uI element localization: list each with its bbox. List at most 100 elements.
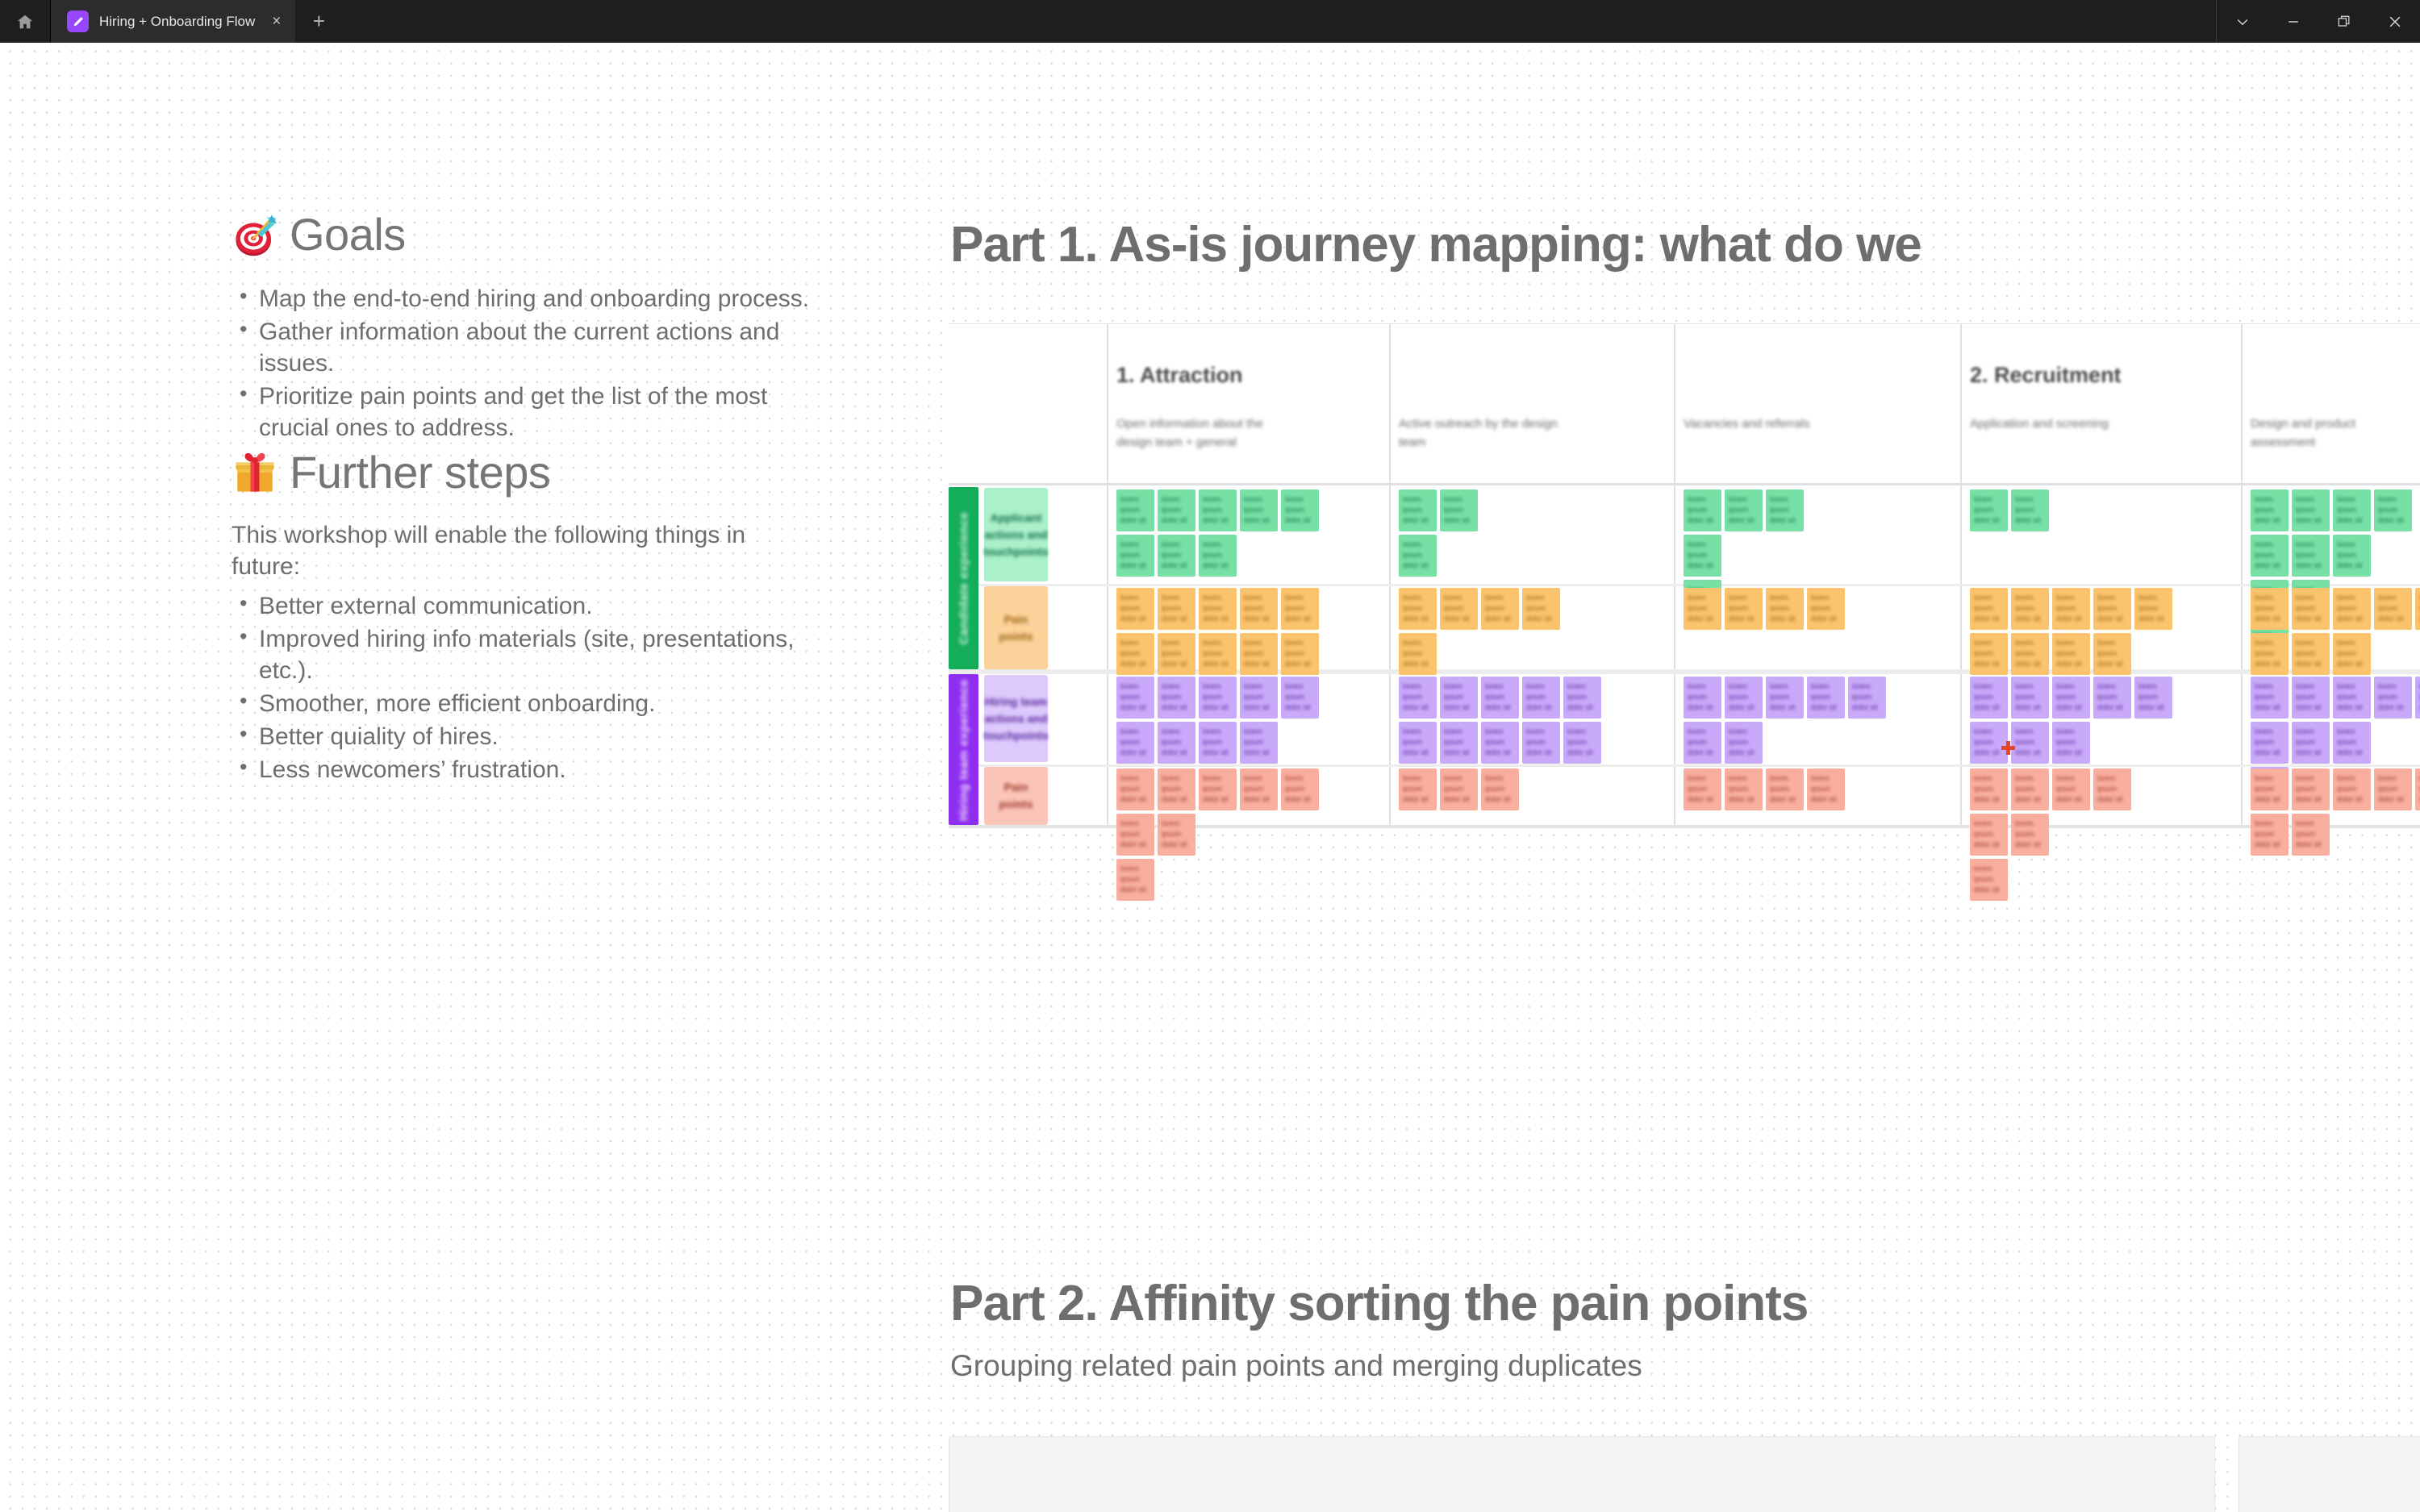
sticky-note[interactable]: lorem ipsum dolor sit [1725,489,1763,531]
sticky-note[interactable]: lorem ipsum dolor sit [2374,588,2412,630]
sticky-note[interactable]: lorem ipsum dolor sit [1116,489,1154,531]
sticky-note[interactable]: lorem ipsum dolor sit [1725,722,1763,764]
sticky-note[interactable]: lorem ipsum dolor sit [2251,633,2289,675]
sticky-note[interactable]: lorem ipsum dolor sit [1725,768,1763,810]
sticky-note[interactable]: lorem ipsum dolor sit [2011,588,2049,630]
sticky-note[interactable]: lorem ipsum dolor sit [1399,633,1437,675]
sticky-note[interactable]: lorem ipsum dolor sit [2333,722,2371,764]
sticky-note[interactable]: lorem ipsum dolor sit [1766,489,1804,531]
sticky-note[interactable]: lorem ipsum dolor sit [1116,859,1154,901]
sticky-note[interactable]: lorem ipsum dolor sit [1158,588,1195,630]
sticky-note[interactable]: lorem ipsum dolor sit [1399,489,1437,531]
sticky-note[interactable]: lorem ipsum dolor sit [1281,677,1319,719]
sticky-note[interactable]: lorem ipsum dolor sit [1970,859,2008,901]
sticky-note[interactable]: lorem ipsum dolor sit [1199,722,1237,764]
sticky-note[interactable]: lorem ipsum dolor sit [1199,633,1237,675]
sticky-note[interactable]: lorem ipsum dolor sit [1240,768,1278,810]
sticky-note[interactable]: lorem ipsum dolor sit [2292,722,2330,764]
sticky-note[interactable]: lorem ipsum dolor sit [1399,535,1437,577]
sticky-note[interactable]: lorem ipsum dolor sit [1481,768,1519,810]
sticky-note[interactable]: lorem ipsum dolor sit [1158,768,1195,810]
sticky-note[interactable]: lorem ipsum dolor sit [1199,535,1237,577]
sticky-note[interactable]: lorem ipsum dolor sit [1199,588,1237,630]
sticky-note[interactable]: lorem ipsum dolor sit [1158,535,1195,577]
sticky-note[interactable]: lorem ipsum dolor sit [1970,768,2008,810]
sticky-note[interactable]: lorem ipsum dolor sit [2052,588,2090,630]
sticky-note[interactable]: lorem ipsum dolor sit [1158,633,1195,675]
sticky-note[interactable]: lorem ipsum dolor sit [2093,633,2131,675]
sticky-note[interactable]: lorem ipsum dolor sit [1399,677,1437,719]
sticky-note[interactable]: lorem ipsum dolor sit [1116,535,1154,577]
sticky-note[interactable]: lorem ipsum dolor sit [1116,814,1154,856]
sticky-note[interactable]: lorem ipsum dolor sit [1725,588,1763,630]
sticky-note[interactable]: lorem ipsum dolor sit [1522,588,1560,630]
sticky-note[interactable]: lorem ipsum dolor sit [1116,768,1154,810]
sticky-note[interactable]: lorem ipsum dolor sit [1240,489,1278,531]
sticky-note[interactable]: lorem ipsum dolor sit [1970,814,2008,856]
sticky-note[interactable]: lorem ipsum dolor sit [2251,588,2289,630]
figjam-canvas[interactable]: Goals Map the end-to-end hiring and onbo… [0,43,2420,1512]
sticky-note[interactable]: lorem ipsum dolor sit [1684,768,1721,810]
sticky-note[interactable]: lorem ipsum dolor sit [2333,633,2371,675]
sticky-note[interactable]: lorem ipsum dolor sit [2333,768,2371,810]
sticky-note[interactable]: lorem ipsum dolor sit [2093,677,2131,719]
sticky-note[interactable]: lorem ipsum dolor sit [1240,588,1278,630]
sticky-note[interactable]: lorem ipsum dolor sit [1970,489,2008,531]
sticky-note[interactable]: lorem ipsum dolor sit [2292,814,2330,856]
sticky-note[interactable]: lorem ipsum dolor sit [1481,722,1519,764]
sticky-note[interactable]: lorem ipsum dolor sit [2134,677,2172,719]
sticky-note[interactable]: lorem ipsum dolor sit [2251,677,2289,719]
sticky-note[interactable]: lorem ipsum dolor sit [2292,768,2330,810]
sticky-note[interactable]: lorem ipsum dolor sit [1199,768,1237,810]
close-tab-icon[interactable]: × [272,13,282,30]
sticky-note[interactable]: lorem ipsum dolor sit [1522,722,1560,764]
home-button[interactable] [0,0,51,43]
sticky-note[interactable]: lorem ipsum dolor sit [1281,489,1319,531]
browser-tab-hiring-onboarding-flow[interactable]: Hiring + Onboarding Flow × [51,0,296,43]
sticky-note[interactable]: lorem ipsum dolor sit [1440,588,1478,630]
sticky-note[interactable]: lorem ipsum dolor sit [1684,588,1721,630]
sticky-note[interactable]: lorem ipsum dolor sit [2052,677,2090,719]
sticky-note[interactable]: lorem ipsum dolor sit [1848,677,1886,719]
sticky-note[interactable]: lorem ipsum dolor sit [1116,677,1154,719]
sticky-note[interactable]: lorem ipsum dolor sit [1522,677,1560,719]
sticky-note[interactable]: lorem ipsum dolor sit [1399,768,1437,810]
chevron-down-icon[interactable] [2217,0,2268,43]
sticky-note[interactable]: lorem ipsum dolor sit [2374,768,2412,810]
sticky-note[interactable]: lorem ipsum dolor sit [1440,722,1478,764]
sticky-note[interactable]: lorem ipsum dolor sit [1440,489,1478,531]
sticky-note[interactable]: lorem ipsum dolor sit [1481,588,1519,630]
new-tab-button[interactable]: + [312,9,325,33]
sticky-note[interactable]: lorem ipsum dolor sit [2292,588,2330,630]
sticky-note[interactable]: lorem ipsum dolor sit [1807,768,1845,810]
sticky-note[interactable]: lorem ipsum dolor sit [2415,588,2420,630]
sticky-note[interactable]: lorem ipsum dolor sit [1970,633,2008,675]
close-icon[interactable] [2369,0,2420,43]
sticky-note[interactable]: lorem ipsum dolor sit [1807,677,1845,719]
sticky-note[interactable]: lorem ipsum dolor sit [1440,677,1478,719]
sticky-note[interactable]: lorem ipsum dolor sit [1399,722,1437,764]
sticky-note[interactable]: lorem ipsum dolor sit [2251,722,2289,764]
sticky-note[interactable]: lorem ipsum dolor sit [1970,722,2008,764]
sticky-note[interactable]: lorem ipsum dolor sit [1563,722,1601,764]
sticky-note[interactable]: lorem ipsum dolor sit [1158,814,1195,856]
sticky-note[interactable]: lorem ipsum dolor sit [2093,588,2131,630]
sticky-note[interactable]: lorem ipsum dolor sit [1563,677,1601,719]
sticky-note[interactable]: lorem ipsum dolor sit [1766,768,1804,810]
journey-map-board[interactable]: 1. Attraction 2. Recruitment Open inform… [949,323,2420,901]
sticky-note[interactable]: lorem ipsum dolor sit [1116,633,1154,675]
sticky-note[interactable]: lorem ipsum dolor sit [1970,588,2008,630]
sticky-note[interactable]: lorem ipsum dolor sit [2251,814,2289,856]
sticky-note[interactable]: lorem ipsum dolor sit [1684,489,1721,531]
sticky-note[interactable]: lorem ipsum dolor sit [2415,768,2420,810]
sticky-note[interactable]: lorem ipsum dolor sit [2374,489,2412,531]
sticky-note[interactable]: lorem ipsum dolor sit [2052,768,2090,810]
sticky-note[interactable]: lorem ipsum dolor sit [1281,768,1319,810]
minimize-icon[interactable] [2268,0,2318,43]
sticky-note[interactable]: lorem ipsum dolor sit [2093,768,2131,810]
sticky-note[interactable]: lorem ipsum dolor sit [2052,633,2090,675]
sticky-note[interactable]: lorem ipsum dolor sit [2251,768,2289,810]
sticky-note[interactable]: lorem ipsum dolor sit [2134,588,2172,630]
sticky-note[interactable]: lorem ipsum dolor sit [2011,677,2049,719]
sticky-note[interactable]: lorem ipsum dolor sit [2251,535,2289,577]
